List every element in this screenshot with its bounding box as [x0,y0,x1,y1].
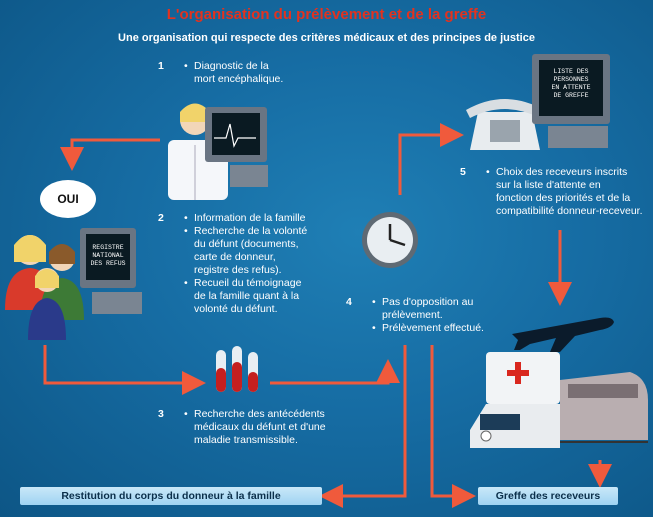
step-2-item-2: Recherche de la volonté du défunt (docum… [184,225,358,277]
step-2-item-1: Information de la famille [184,212,358,225]
step-4: 4 Pas d'opposition au prélèvement. Prélè… [346,296,506,335]
monitor-icon [205,107,268,187]
step-1-item-1: Diagnostic de la mort encéphalique. [184,60,338,86]
step-2-item-3: Recueil du témoignage de la famille quan… [184,277,358,316]
step-5-number: 5 [460,166,466,178]
train-icon [560,372,648,443]
clock-icon [362,212,418,268]
diagram-title: L'organisation du prélèvement et de la g… [166,6,487,23]
step-4-item-2: Prélèvement effectué. [372,322,506,335]
step-1: 1 Diagnostic de la mort encéphalique. [158,60,338,86]
registry-screen-text: REGISTRE NATIONAL DES REFUS [90,244,126,267]
step-1-number: 1 [158,60,164,72]
plane-icon [512,317,614,352]
step-3-item-1: Recherche des antécédents médicaux du dé… [184,408,378,447]
arrow-4-to-5 [398,123,464,195]
step-3-number: 3 [158,408,164,420]
diagram-subtitle: Une organisation qui respecte des critèr… [118,32,535,44]
step-2-number: 2 [158,212,164,224]
ambulance-icon [470,352,560,448]
family-icon [5,235,84,340]
arrow-3-to-4 [270,359,400,385]
arrow-4-to-greffe [430,345,476,508]
arrow-2-to-3 [43,345,206,395]
step-5: 5 Choix des receveurs inscrits sur la li… [460,166,650,218]
test-tubes-icon [216,346,258,392]
arrow-4-to-restitution [319,345,407,508]
step-4-number: 4 [346,296,352,308]
step-4-item-1: Pas d'opposition au prélèvement. [372,296,506,322]
step-2: 2 Information de la famille Recherche de… [158,212,358,316]
greffe-label: Greffe des receveurs [478,487,618,505]
step-3: 3 Recherche des antécédents médicaux du … [158,408,378,447]
waiting-list-monitor-icon [532,54,610,148]
arrow-1-to-2 [60,138,160,171]
speech-bubble: OUI [40,180,96,218]
telephone-icon [466,99,544,150]
step-5-item-1: Choix des receveurs inscrits sur la list… [486,166,650,218]
waiting-list-screen-text: LISTE DES PERSONNES EN ATTENTE DE GREFFE [551,68,591,99]
registry-monitor-icon [80,228,142,314]
restitution-label: Restitution du corps du donneur à la fam… [20,487,322,505]
